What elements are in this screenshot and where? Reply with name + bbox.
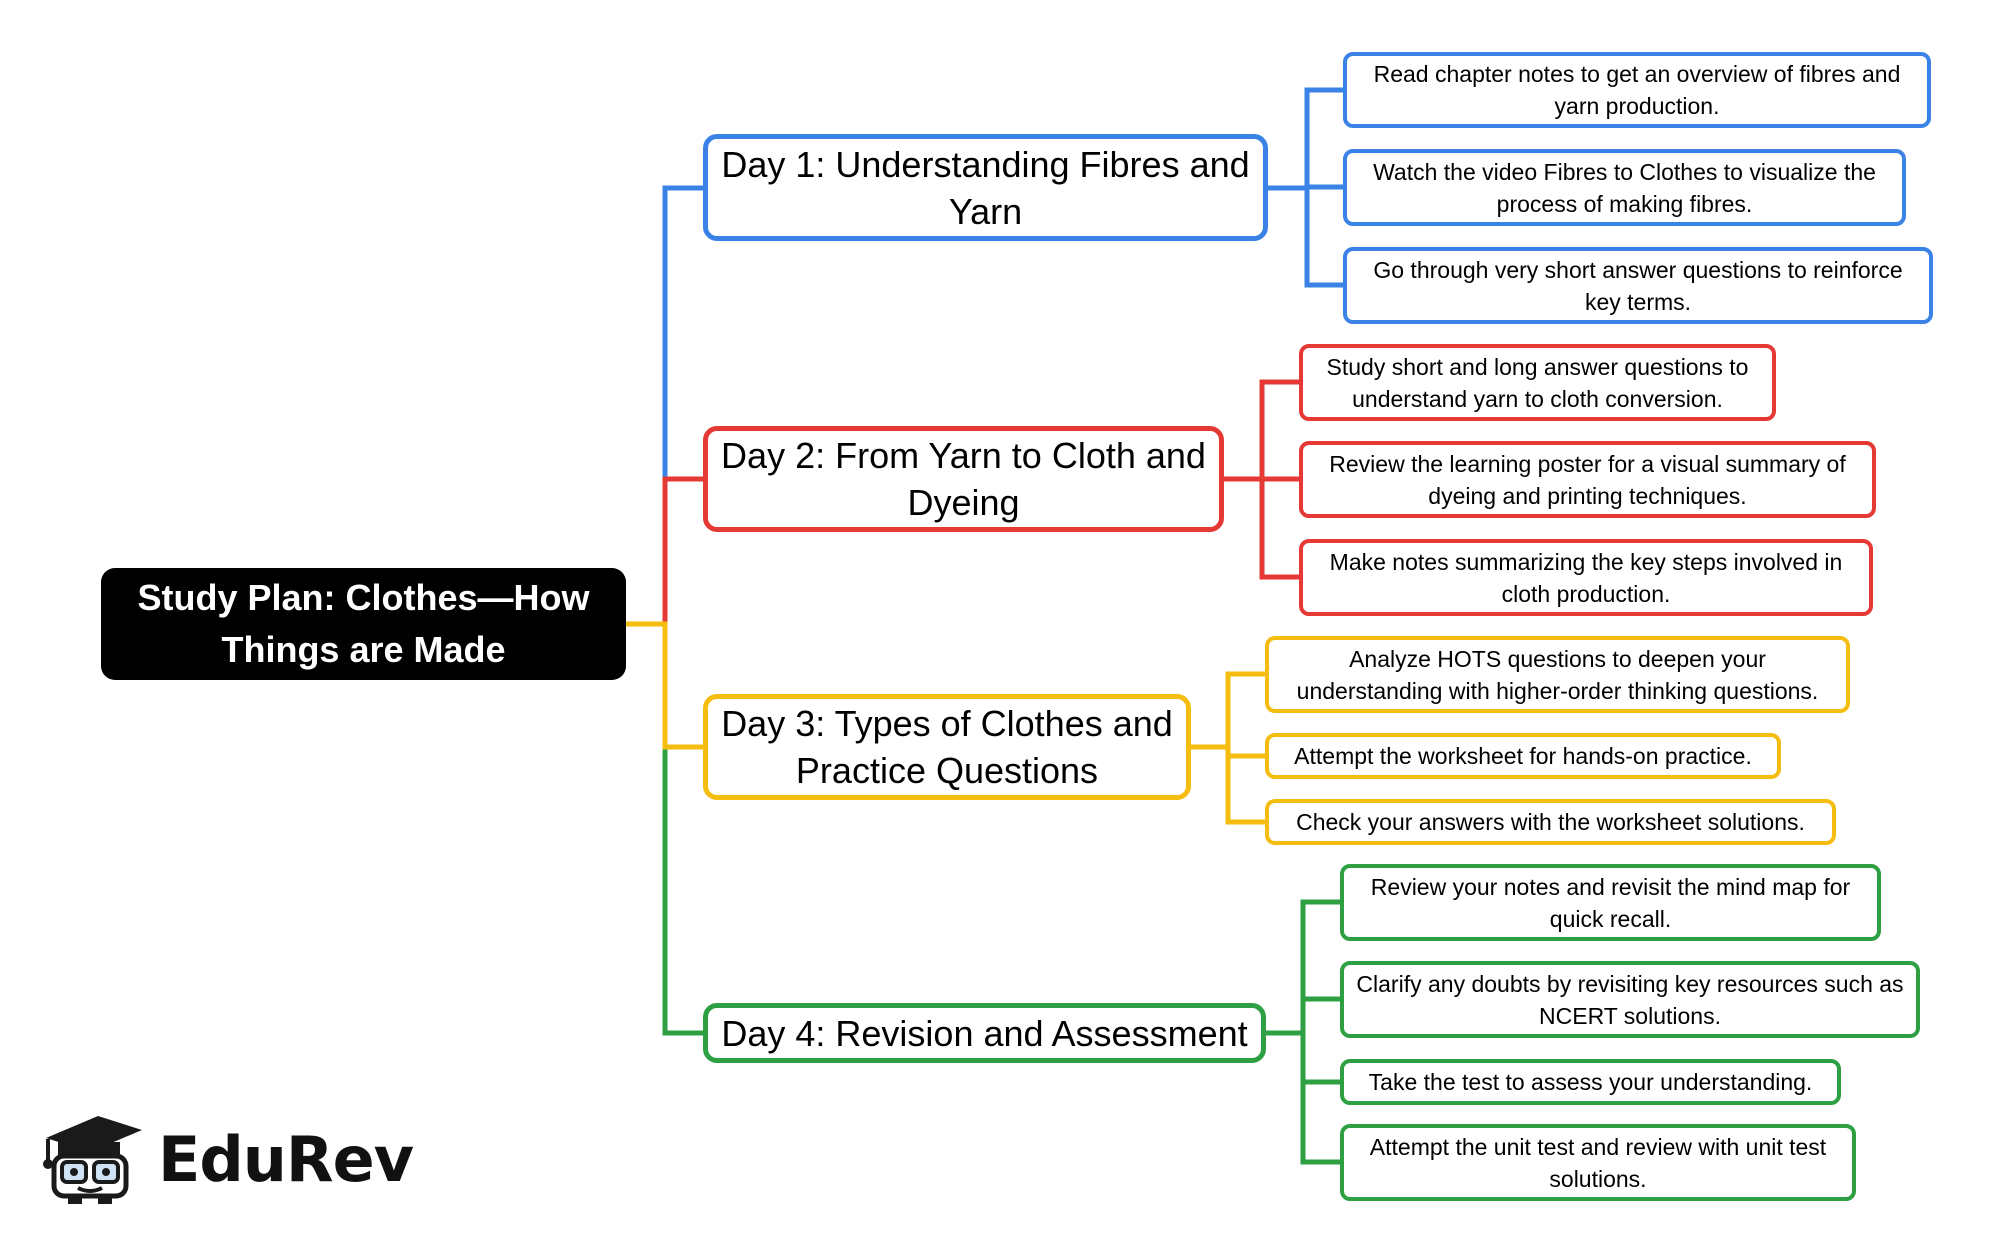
task-day1-2: Watch the video Fibres to Clothes to vis… (1343, 149, 1906, 226)
root-node: Study Plan: Clothes—How Things are Made (101, 568, 626, 680)
task-label: Review your notes and revisit the mind m… (1370, 873, 1851, 932)
branch-day-3: Day 3: Types of Clothes and Practice Que… (703, 694, 1191, 800)
task-day2-3: Make notes summarizing the key steps inv… (1299, 539, 1873, 616)
branch-day-4-label: Day 4: Revision and Assessment (721, 1012, 1248, 1054)
task-day1-1: Read chapter notes to get an overview of… (1343, 52, 1931, 128)
task-day3-2: Attempt the worksheet for hands-on pract… (1265, 733, 1781, 779)
edurev-logo: EduRev (38, 1112, 414, 1206)
task-label: Go through very short answer questions t… (1373, 256, 1903, 315)
graduation-cap-mascot-icon (43, 1116, 142, 1204)
task-label: Watch the video Fibres to Clothes to vis… (1373, 158, 1876, 217)
task-day4-2: Clarify any doubts by revisiting key res… (1340, 961, 1920, 1038)
branch-day-3-label: Day 3: Types of Clothes and Practice Que… (721, 703, 1173, 791)
task-day2-2: Review the learning poster for a visual … (1299, 441, 1876, 518)
task-day2-1: Study short and long answer questions to… (1299, 344, 1776, 421)
task-label: Check your answers with the worksheet so… (1296, 809, 1805, 835)
task-label: Take the test to assess your understandi… (1368, 1069, 1813, 1095)
task-day3-1: Analyze HOTS questions to deepen your un… (1265, 636, 1850, 713)
branch-day-2-label: Day 2: From Yarn to Cloth and Dyeing (721, 435, 1206, 523)
task-label: Study short and long answer questions to… (1326, 353, 1749, 412)
task-label: Make notes summarizing the key steps inv… (1329, 548, 1843, 607)
task-label: Attempt the unit test and review with un… (1369, 1133, 1827, 1192)
branch-day-1-label: Day 1: Understanding Fibres and Yarn (721, 143, 1250, 232)
task-label: Read chapter notes to get an overview of… (1373, 61, 1901, 119)
task-day3-3: Check your answers with the worksheet so… (1265, 799, 1836, 845)
task-label: Review the learning poster for a visual … (1329, 450, 1846, 509)
task-label: Analyze HOTS questions to deepen your un… (1296, 645, 1819, 704)
task-day4-4: Attempt the unit test and review with un… (1340, 1124, 1856, 1201)
task-day1-3: Go through very short answer questions t… (1343, 247, 1933, 324)
task-label: Attempt the worksheet for hands-on pract… (1294, 743, 1752, 769)
root-label: Study Plan: Clothes—How Things are Made (137, 577, 590, 670)
task-day4-3: Take the test to assess your understandi… (1340, 1059, 1841, 1105)
logo-text: EduRev (158, 1122, 414, 1196)
task-day4-1: Review your notes and revisit the mind m… (1340, 864, 1881, 941)
branch-day-1: Day 1: Understanding Fibres and Yarn (703, 134, 1268, 241)
task-label: Clarify any doubts by revisiting key res… (1356, 970, 1904, 1029)
branch-day-2: Day 2: From Yarn to Cloth and Dyeing (703, 426, 1224, 532)
branch-day-4: Day 4: Revision and Assessment (703, 1003, 1266, 1063)
